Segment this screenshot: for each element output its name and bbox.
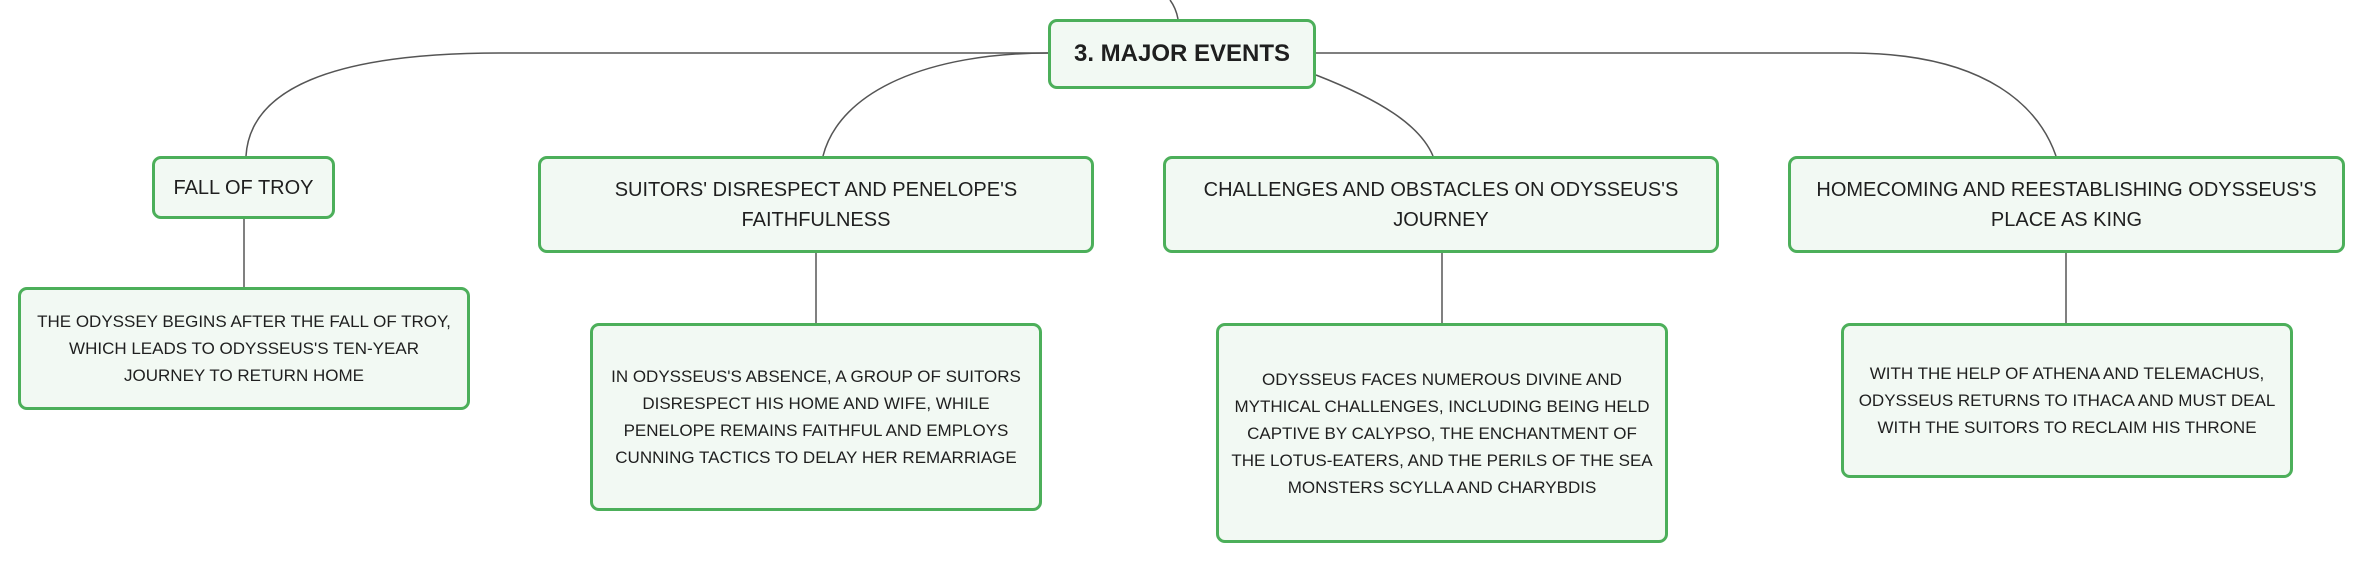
detail-node-suitors[interactable]: IN ODYSSEUS'S ABSENCE, A GROUP OF SUITOR… (590, 323, 1042, 511)
root-node[interactable]: 3. MAJOR EVENTS (1048, 19, 1316, 89)
detail-text: ODYSSEUS FACES NUMEROUS DIVINE AND MYTHI… (1231, 369, 1653, 497)
connector-root-t2 (1315, 74, 1434, 157)
detail-node-homecoming[interactable]: WITH THE HELP OF ATHENA AND TELEMACHUS, … (1841, 323, 2293, 478)
detail-text: IN ODYSSEUS'S ABSENCE, A GROUP OF SUITOR… (611, 367, 1021, 467)
topic-label: CHALLENGES AND OBSTACLES ON ODYSSEUS'S J… (1203, 178, 1679, 231)
topic-label: FALL OF TROY (173, 176, 314, 199)
detail-text: THE ODYSSEY BEGINS AFTER THE FALL OF TRO… (37, 312, 451, 385)
connector-root-t3 (1316, 52, 2057, 157)
detail-node-fall-of-troy[interactable]: THE ODYSSEY BEGINS AFTER THE FALL OF TRO… (18, 287, 470, 410)
topic-node-fall-of-troy[interactable]: FALL OF TROY (152, 156, 335, 219)
topic-node-homecoming[interactable]: HOMECOMING AND REESTABLISHING ODYSSEUS'S… (1788, 156, 2345, 253)
connector-root-t0 (245, 52, 1048, 157)
topic-label: SUITORS' DISRESPECT AND PENELOPE'S FAITH… (614, 178, 1018, 231)
topic-node-suitors[interactable]: SUITORS' DISRESPECT AND PENELOPE'S FAITH… (538, 156, 1094, 253)
connector-root-parent (1169, 0, 1179, 20)
topic-node-challenges[interactable]: CHALLENGES AND OBSTACLES ON ODYSSEUS'S J… (1163, 156, 1719, 253)
root-label: 3. MAJOR EVENTS (1073, 40, 1291, 67)
detail-node-challenges[interactable]: ODYSSEUS FACES NUMEROUS DIVINE AND MYTHI… (1216, 323, 1668, 543)
connector-root-t1 (822, 52, 1049, 157)
detail-text: WITH THE HELP OF ATHENA AND TELEMACHUS, … (1858, 364, 2276, 437)
topic-label: HOMECOMING AND REESTABLISHING ODYSSEUS'S… (1816, 178, 2317, 231)
